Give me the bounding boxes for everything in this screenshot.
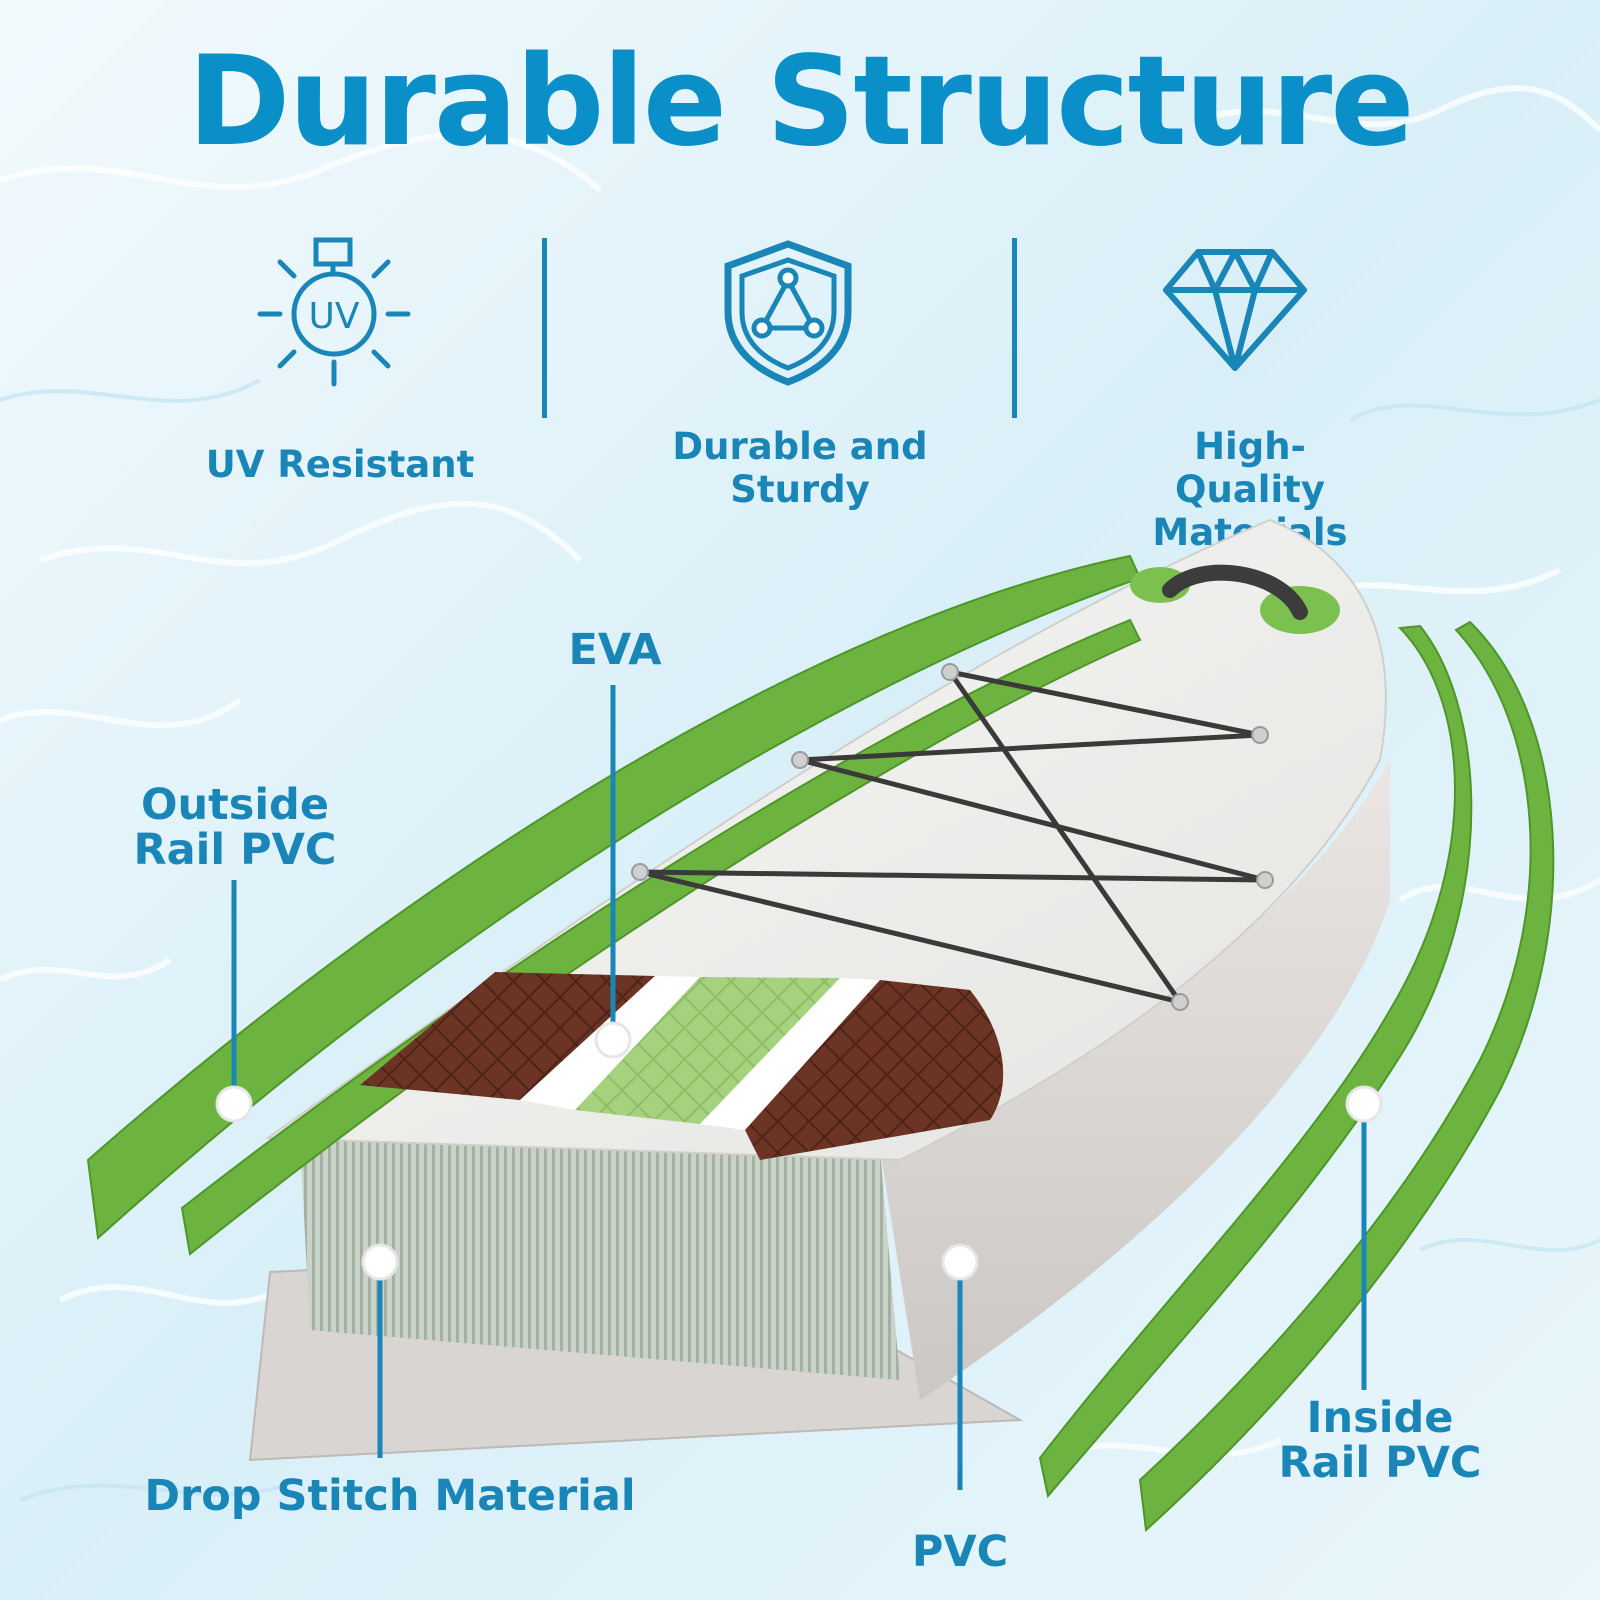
callout-eva: EVA [568, 625, 662, 675]
divider-2 [1012, 238, 1017, 418]
callout-drop-stitch: Drop Stitch Material [144, 1471, 636, 1521]
inside-rail-inner [1038, 624, 1473, 1499]
bungee-anchors [631, 663, 1274, 1011]
carry-handle [1130, 564, 1340, 634]
divider-1 [542, 238, 547, 418]
callout-dots [215, 1021, 1383, 1281]
callout-inside-rail-line2: Rail PVC [1278, 1438, 1482, 1488]
callout-inside-rail-line1: Inside [1306, 1393, 1454, 1443]
callout-pvc: PVC [911, 1527, 1009, 1577]
bungee-cords [639, 669, 1266, 1005]
feature-label-uv-resistant: UV Resistant [205, 443, 475, 486]
page-title: Durable Structure [187, 30, 1415, 174]
callout-outside-rail-line1: Outside [141, 780, 329, 830]
callout-inside-rail: Inside Rail PVC [1260, 1396, 1500, 1486]
callout-outside-rail-line2: Rail PVC [133, 825, 337, 875]
callout-outside-rail: Outside Rail PVC [120, 783, 350, 873]
outside-rail-left [86, 554, 1142, 1241]
drop-stitch-core [300, 1140, 900, 1380]
diamond-icon [1163, 249, 1307, 371]
shield-icon [724, 240, 852, 386]
uv-icon-text: UV [309, 296, 360, 337]
uv-icon: UV [257, 237, 411, 387]
inside-rail-outer [1138, 620, 1555, 1533]
callout-leader-lines [231, 685, 1367, 1490]
board-side-wall [880, 760, 1390, 1400]
feature-label-durable: Durable and Sturdy [672, 425, 928, 511]
